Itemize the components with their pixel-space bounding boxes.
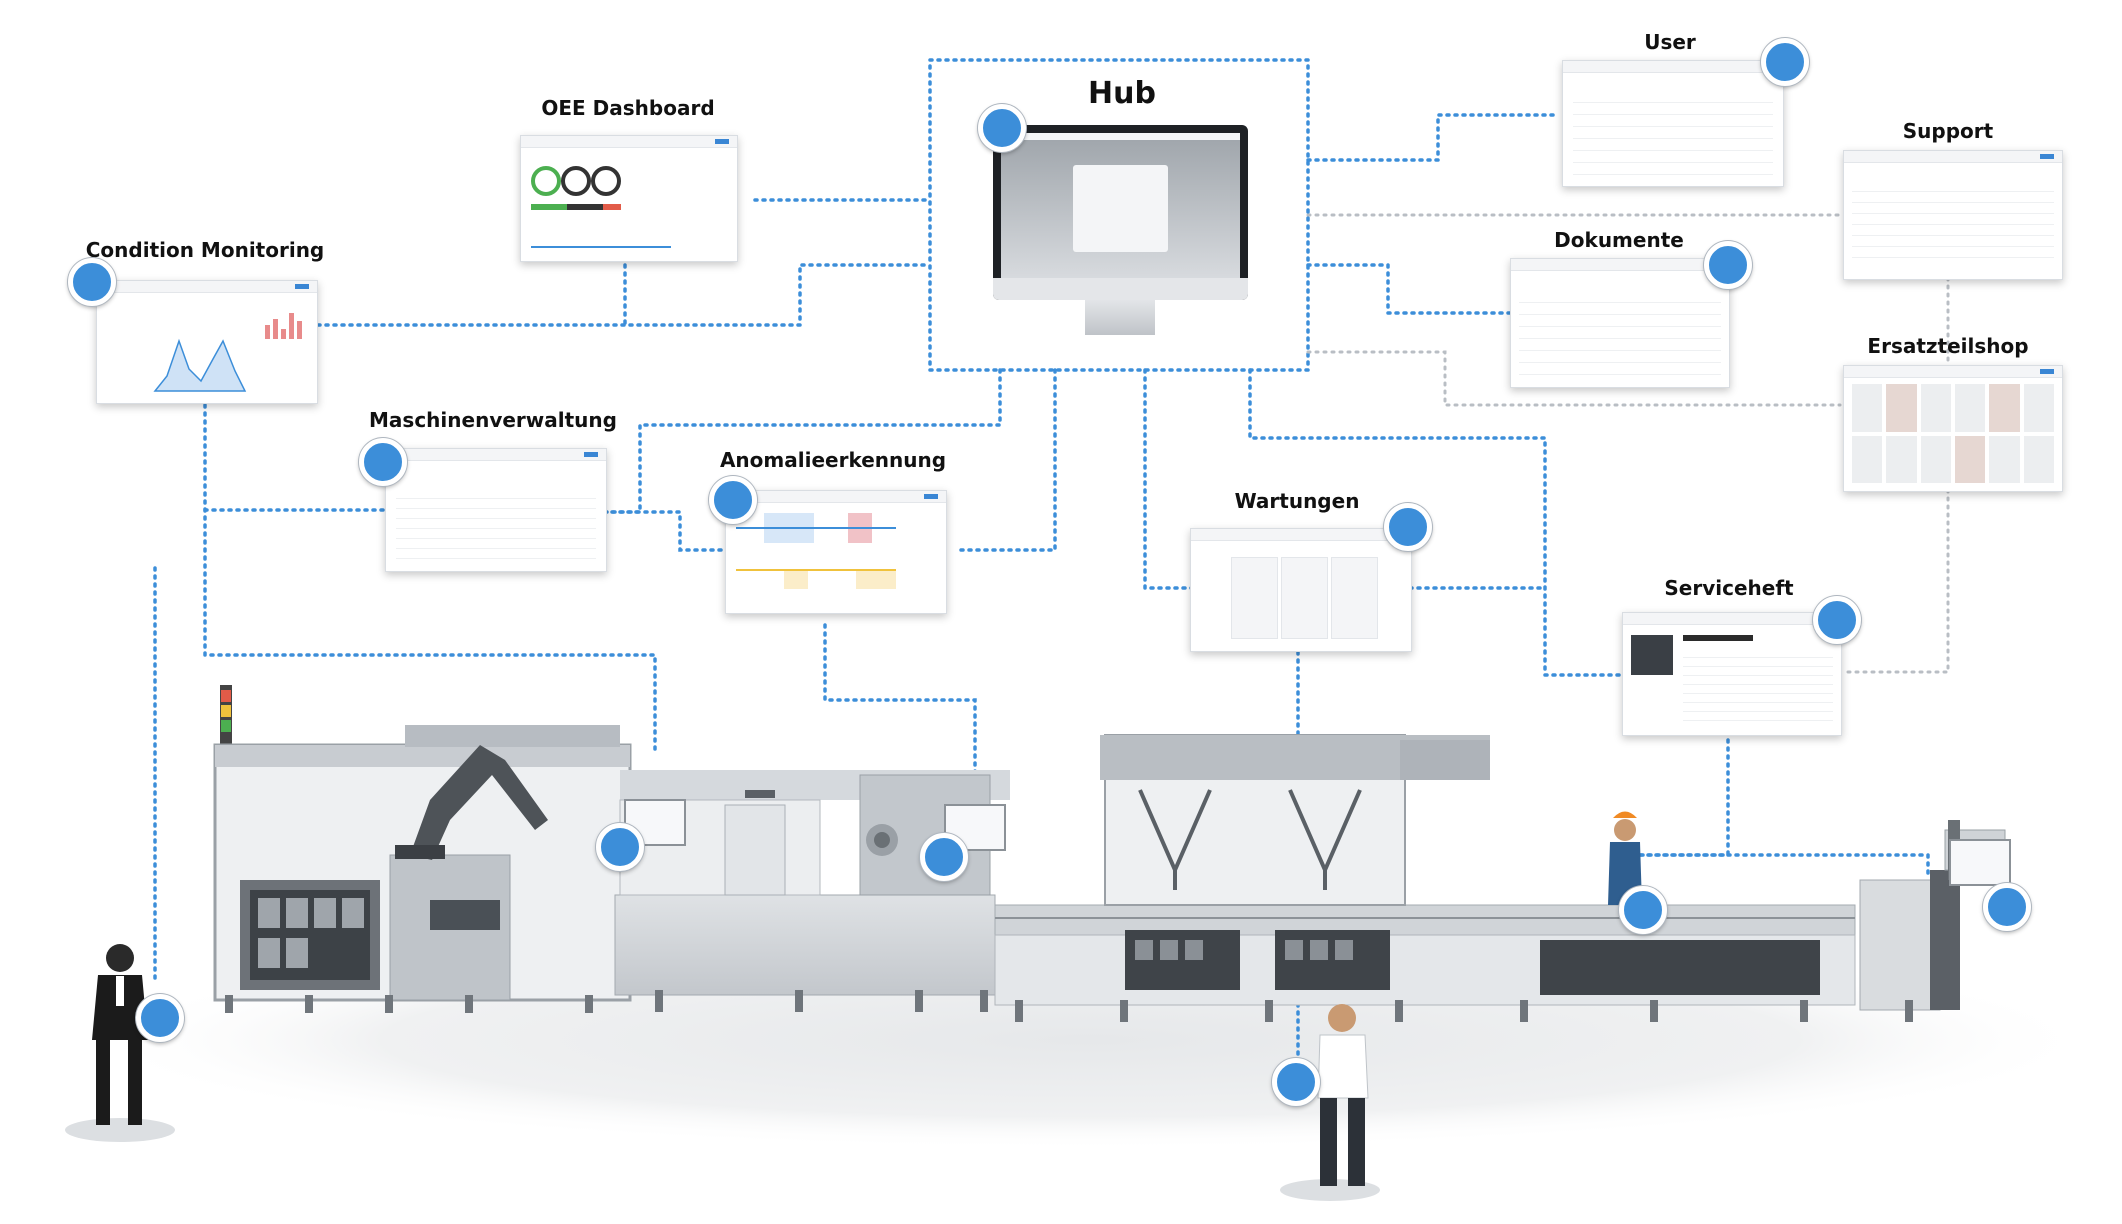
person-manager xyxy=(65,944,175,1142)
label-wartungen: Wartungen xyxy=(1234,489,1360,513)
person-technician xyxy=(1280,1004,1380,1201)
label-support: Support xyxy=(1902,119,1994,143)
screenshot-oee-dashboard[interactable] xyxy=(520,135,738,262)
hub-monitor xyxy=(993,125,1248,300)
screenshot-user[interactable] xyxy=(1562,60,1784,187)
screenshot-serviceheft[interactable] xyxy=(1622,612,1842,736)
hub-monitor-stand xyxy=(1085,300,1155,335)
screenshot-dokumente[interactable] xyxy=(1510,258,1730,388)
screenshot-support[interactable] xyxy=(1843,150,2063,280)
node-maschinenverwaltung[interactable] xyxy=(359,438,407,486)
connectors-blue xyxy=(153,58,1930,1082)
production-line xyxy=(213,685,2011,1022)
label-anomalieerkennung: Anomalieerkennung xyxy=(719,448,947,472)
label-condition-monitoring: Condition Monitoring xyxy=(85,238,325,262)
node-machine-right[interactable] xyxy=(1983,883,2031,931)
label-user: User xyxy=(1644,30,1696,54)
node-wartungen[interactable] xyxy=(1384,503,1432,551)
hub-screen xyxy=(1001,133,1240,278)
label-dokumente: Dokumente xyxy=(1554,228,1684,252)
label-hub: Hub xyxy=(1088,76,1156,111)
label-ersatzteilshop: Ersatzteilshop xyxy=(1867,334,2029,358)
label-maschinenverwaltung: Maschinenverwaltung xyxy=(369,408,617,432)
node-hub[interactable] xyxy=(978,104,1026,152)
node-dokumente[interactable] xyxy=(1704,241,1752,289)
node-machine-left[interactable] xyxy=(596,823,644,871)
screenshot-wartungen[interactable] xyxy=(1190,528,1412,652)
node-serviceheft[interactable] xyxy=(1813,596,1861,644)
label-oee-dashboard: OEE Dashboard xyxy=(541,96,715,120)
node-machine-middle[interactable] xyxy=(920,833,968,881)
node-technician[interactable] xyxy=(1272,1058,1320,1106)
node-manager[interactable] xyxy=(136,994,184,1042)
screenshot-anomalieerkennung[interactable] xyxy=(725,490,947,614)
node-condition-monitoring[interactable] xyxy=(68,258,116,306)
node-operator[interactable] xyxy=(1619,886,1667,934)
connectors-gray xyxy=(1306,213,1950,674)
node-user[interactable] xyxy=(1761,38,1809,86)
screenshot-condition-monitoring[interactable] xyxy=(96,280,318,404)
screenshot-ersatzteilshop[interactable] xyxy=(1843,365,2063,492)
screenshot-maschinenverwaltung[interactable] xyxy=(385,448,607,572)
label-serviceheft: Serviceheft xyxy=(1664,576,1794,600)
node-anomalieerkennung[interactable] xyxy=(709,476,757,524)
